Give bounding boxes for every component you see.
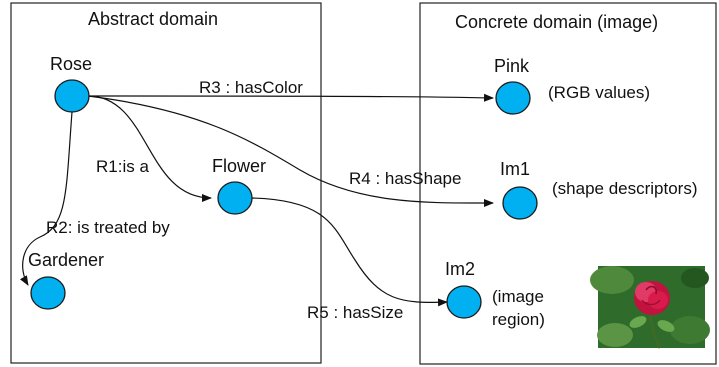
edge-r2-istreatedby bbox=[19, 111, 73, 286]
edge-label-r2: R2: is treated by bbox=[46, 218, 170, 237]
im1-label: Im1 bbox=[500, 159, 530, 179]
im2-annotation-line2: region) bbox=[492, 310, 545, 329]
pink-node bbox=[495, 81, 531, 115]
edge-r5-hassize bbox=[251, 197, 448, 307]
rose-photo bbox=[590, 266, 710, 349]
edge-label-r3: R3 : hasColor bbox=[199, 78, 303, 97]
edge-r1-isa bbox=[87, 95, 212, 202]
edge-r3-hascolor bbox=[87, 93, 494, 102]
gardener-node bbox=[30, 276, 66, 310]
concrete-domain-panel bbox=[419, 2, 717, 365]
edge-label-r4: R4 : hasShape bbox=[349, 169, 461, 188]
abstract-domain-title: Abstract domain bbox=[88, 9, 218, 29]
rose-label: Rose bbox=[50, 54, 92, 74]
edge-label-r5: R5 : hasSize bbox=[307, 303, 403, 322]
gardener-label: Gardener bbox=[28, 250, 104, 270]
im1-annotation: (shape descriptors) bbox=[552, 179, 698, 198]
flower-node bbox=[217, 181, 253, 215]
im2-node bbox=[446, 285, 482, 319]
im2-annotation-line1: (image bbox=[492, 287, 544, 306]
edge-label-r1: R1:is a bbox=[96, 157, 149, 176]
rose-node bbox=[54, 79, 90, 113]
im1-node bbox=[502, 186, 538, 220]
concrete-domain-title: Concrete domain (image) bbox=[455, 12, 658, 32]
flower-label: Flower bbox=[212, 156, 266, 176]
pink-annotation: (RGB values) bbox=[548, 83, 650, 102]
im2-label: Im2 bbox=[445, 259, 475, 279]
pink-label: Pink bbox=[494, 56, 530, 76]
edge-r4-hasshape bbox=[87, 95, 494, 208]
abstract-domain-panel bbox=[10, 2, 322, 364]
